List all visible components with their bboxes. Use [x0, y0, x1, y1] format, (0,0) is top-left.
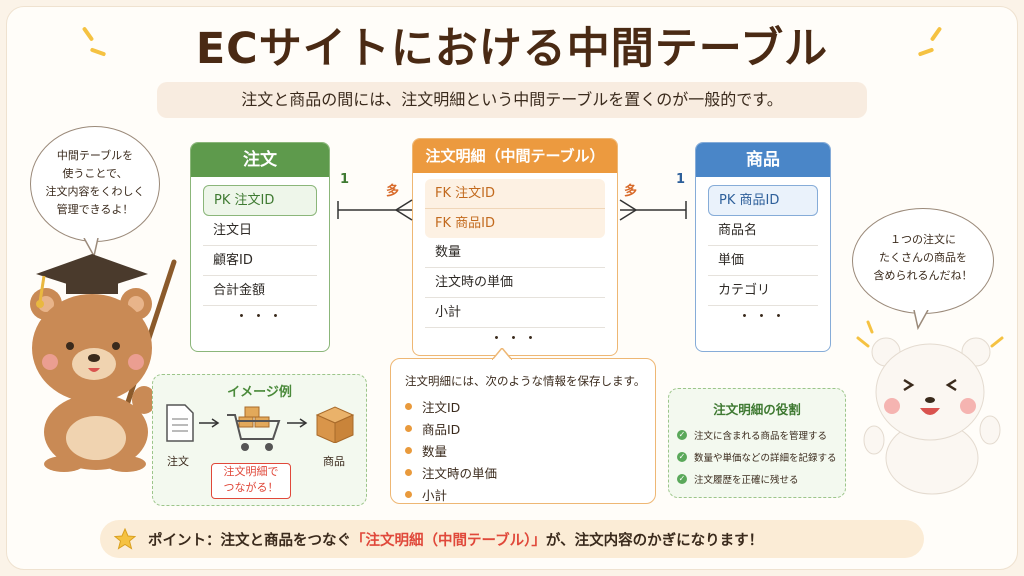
image-example-title: イメージ例: [227, 385, 292, 400]
order-field: 合計金額: [203, 276, 317, 306]
bubble-line: 使うことで、: [62, 167, 128, 180]
bubble-line: 中間テーブルを: [56, 149, 134, 162]
image-example-panel: イメージ例 注文 商品 注文明細で つながる！: [152, 374, 367, 506]
order-table-header: 注文: [191, 143, 329, 177]
arrow-right-icon: [287, 418, 308, 428]
box-icon: [315, 406, 355, 443]
star-icon: [114, 528, 136, 550]
bubble-line: 含められるんだね！: [873, 269, 973, 282]
page-title: ECサイトにおける中間テーブル: [195, 24, 829, 74]
detail-field: 注文時の単価: [425, 268, 605, 298]
bullet-dot-icon: [405, 490, 412, 498]
arrow-right-icon: [199, 418, 220, 428]
info-item: 小計: [405, 483, 655, 505]
left-cardinality-one: 1: [340, 172, 350, 187]
point-highlight: 「注文明細（中間テーブル）」: [351, 532, 546, 549]
bullet-dot-icon: [405, 446, 412, 454]
right-relation-line: [619, 199, 687, 221]
right-cardinality-one: 1: [676, 172, 686, 187]
bullet-dot-icon: [405, 468, 412, 476]
roles-heading: 注文明細の役割: [713, 402, 801, 417]
role-item-label: 注文に含まれる商品を管理する: [694, 431, 828, 442]
info-item: 商品ID: [405, 417, 655, 439]
bubble-line: １つの注文に: [890, 233, 956, 246]
product-label: 商品: [323, 455, 345, 468]
cart-icon: [227, 406, 281, 451]
info-item-label: 小計: [422, 487, 448, 503]
detail-info-box: 注文明細には、次のような情報を保存します。 注文ID 商品ID 数量 注文時の単…: [390, 358, 656, 504]
info-item: 注文時の単価: [405, 461, 655, 483]
role-item: ✓ 注文に含まれる商品を管理する: [677, 424, 845, 446]
left-relation-line: [337, 199, 413, 221]
roles-panel: 注文明細の役割 ✓ 注文に含まれる商品を管理する ✓ 数量や単価などの詳細を記録する…: [668, 388, 846, 498]
product-table-header: 商品: [696, 143, 830, 177]
info-heading: 注文明細には、次のような情報を保存します。: [405, 374, 646, 388]
role-item-label: 注文履歴を正確に残せる: [694, 475, 799, 486]
info-item-label: 注文時の単価: [422, 465, 498, 481]
product-field: 商品名: [708, 216, 818, 246]
bullet-dot-icon: [405, 402, 412, 410]
right-cardinality-many: 多: [624, 184, 638, 199]
check-icon: ✓: [677, 452, 687, 462]
point-prefix: ポイント：注文と商品をつなぐ: [148, 532, 351, 549]
detail-field: 数量: [425, 238, 605, 268]
bubble-line: 管理できるよ！: [56, 203, 134, 216]
white-bear-icon: [856, 320, 1004, 495]
point-bar: ポイント：注文と商品をつなぐ 「注文明細（中間テーブル）」 が、注文内容のかぎに…: [100, 520, 924, 558]
order-more: ・・・: [234, 309, 286, 325]
product-table: 商品 PK 商品ID 商品名 単価 カテゴリ ・・・: [695, 142, 831, 352]
connect-note-line: つながる！: [223, 481, 279, 494]
role-item: ✓ 注文履歴を正確に残せる: [677, 468, 845, 490]
order-pk-field: PK 注文ID: [203, 185, 317, 216]
role-item: ✓ 数量や単価などの詳細を記録する: [677, 446, 845, 468]
check-icon: ✓: [677, 430, 687, 440]
left-speech-bubble: 中間テーブルを 使うことで、 注文内容をくわしく 管理できるよ！: [30, 126, 160, 242]
detail-more: ・・・: [489, 331, 541, 347]
detail-field: 小計: [425, 298, 605, 328]
info-item-label: 商品ID: [422, 421, 461, 437]
info-item-label: 数量: [422, 443, 448, 459]
bullet-dot-icon: [405, 424, 412, 432]
product-pk-field: PK 商品ID: [708, 185, 818, 216]
detail-fk-field: FK 注文ID: [425, 179, 605, 209]
role-item-label: 数量や単価などの詳細を記録する: [694, 453, 837, 464]
info-box-pointer: [492, 348, 512, 360]
product-field: 単価: [708, 246, 818, 276]
right-speech-bubble: １つの注文に たくさんの商品を 含められるんだね！: [852, 208, 994, 314]
order-field: 注文日: [203, 216, 317, 246]
order-label: 注文: [167, 455, 189, 468]
subtitle: 注文と商品の間には、注文明細という中間テーブルを置くのが一般的です。: [157, 82, 867, 118]
bubble-line: 注文内容をくわしく: [45, 185, 145, 198]
product-more: ・・・: [737, 309, 789, 325]
detail-fk-field: FK 商品ID: [435, 216, 495, 231]
info-item: 注文ID: [405, 395, 655, 417]
connect-note-line: 注文明細で: [223, 465, 279, 478]
order-field: 顧客ID: [203, 246, 317, 276]
teacher-bear-icon: [30, 254, 177, 472]
document-icon: [166, 404, 194, 442]
info-item-label: 注文ID: [422, 399, 461, 415]
point-suffix: が、注文内容のかぎになります！: [545, 532, 764, 549]
info-item: 数量: [405, 439, 655, 461]
left-cardinality-many: 多: [386, 184, 400, 199]
bubble-tail: [913, 310, 929, 331]
check-icon: ✓: [677, 474, 687, 484]
order-table: 注文 PK 注文ID 注文日 顧客ID 合計金額 ・・・: [190, 142, 330, 352]
bubble-line: たくさんの商品を: [879, 251, 967, 264]
connect-note: 注文明細で つながる！: [211, 463, 291, 499]
product-field: カテゴリ: [708, 276, 818, 306]
detail-table-header: 注文明細（中間テーブル）: [413, 139, 617, 173]
detail-table: 注文明細（中間テーブル） FK 注文ID FK 商品ID 数量 注文時の単価 小…: [412, 138, 618, 356]
